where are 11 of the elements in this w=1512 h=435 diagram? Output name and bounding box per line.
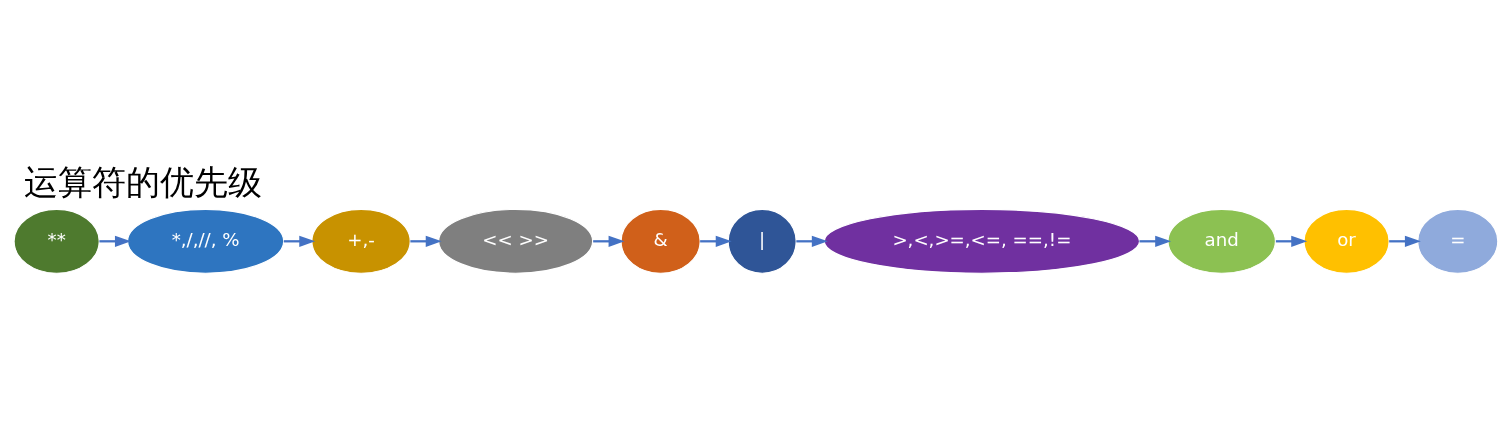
node-ellipse: << >>: [438, 208, 594, 274]
node-ellipse: =: [1417, 208, 1499, 274]
node-ellipse: *,/,//, %: [127, 208, 285, 274]
node-ellipse: or: [1303, 208, 1390, 274]
node-ellipse: >,<,>=,<=, ==,!=: [823, 208, 1141, 274]
diagram-title: 运算符的优先级: [24, 161, 263, 202]
node-ellipse: and: [1167, 208, 1276, 274]
node-ellipse: +,-: [311, 208, 411, 274]
node-circle: |: [727, 208, 797, 274]
node-ellipse: **: [13, 208, 100, 274]
node-ellipse: &: [620, 208, 701, 274]
